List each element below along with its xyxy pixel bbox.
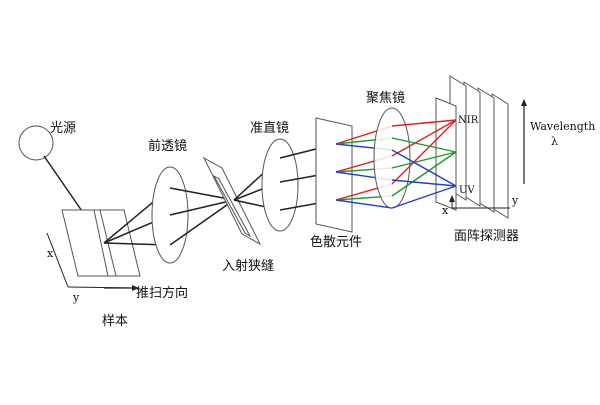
sample-scan-line [93,209,109,277]
ray-green-focus-to-detector [391,151,457,169]
ray-blue-focus-to-detector [391,185,457,209]
ray-front-lens-to-slit [169,199,235,216]
sample-x-axis [46,232,69,288]
dispersive-element [315,117,353,233]
focusing-lens [373,107,411,209]
sample-y-axis-label: y [72,291,80,304]
ray-red-focus-to-detector [391,119,457,185]
ray-blue-grating-to-focus [335,199,393,209]
entrance-slit-frame [202,156,262,246]
front-lens-label: 前透镜 [148,138,187,154]
scan-direction-label: 推扫方向 [136,285,188,301]
wavelength-title: Wavelength [530,120,595,133]
ray-front-lens-to-slit [169,187,235,201]
ray-red-focus-to-detector [391,119,457,127]
light-source-label: 光源 [50,121,76,136]
light-source-sphere [18,125,54,161]
detector-x-axis-label: x [442,204,449,217]
area-detector-label: 面阵探测器 [454,229,519,244]
ray-red-focus-to-detector [391,119,457,157]
detector-y-axis-label: y [511,194,519,207]
detector-nir-label: NIR [458,115,479,126]
ray-green-focus-to-detector [391,151,457,197]
entrance-slit-opening [212,174,252,238]
sample-label: 样本 [102,314,128,329]
ray-blue-focus-to-detector [391,149,457,187]
dispersive-element-label: 色散元件 [310,234,362,250]
detector-uv-label: UV [459,185,475,196]
ray-blue-focus-to-detector [391,179,457,187]
ray-front-lens-to-slit [169,199,235,246]
collimator-label: 准直镜 [250,121,289,136]
sample-x-axis-label: x [47,247,54,260]
ray-green-focus-to-detector [391,137,457,153]
focusing-lens-label: 聚焦镜 [366,91,405,106]
collimator-lens [261,138,299,232]
wavelength-symbol: λ [551,135,558,148]
entrance-slit-label: 入射狭缝 [222,258,274,274]
